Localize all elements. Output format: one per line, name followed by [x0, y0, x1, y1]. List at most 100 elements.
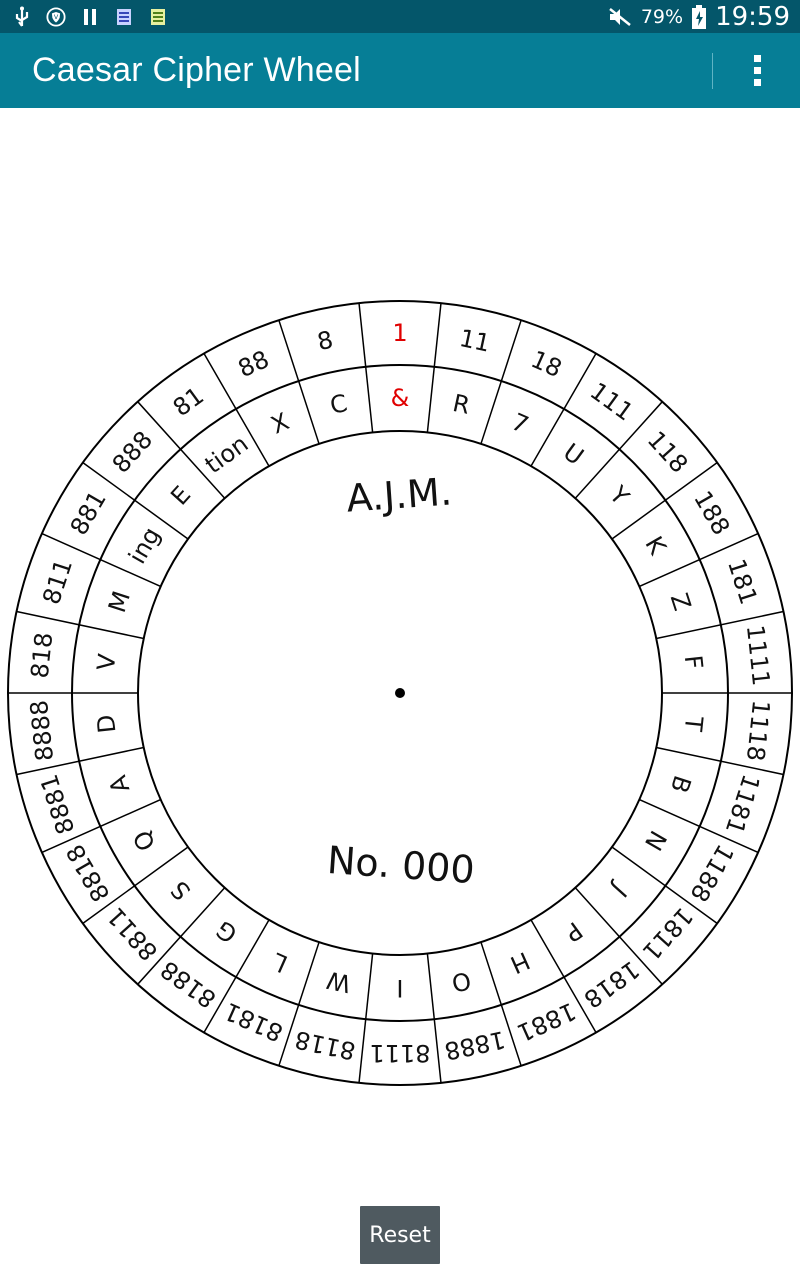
- svg-text:V: V: [54, 14, 59, 21]
- wheel-lines: [7, 300, 793, 1086]
- inner-ring-label[interactable]: T: [679, 714, 709, 733]
- segment-divider: [16, 746, 144, 776]
- inner-ring-label[interactable]: W: [324, 965, 353, 997]
- shield-icon: V: [46, 6, 66, 28]
- segment-divider: [203, 919, 270, 1033]
- segment-divider: [611, 461, 718, 540]
- outer-ring-label[interactable]: 881: [65, 486, 112, 540]
- segment-divider: [41, 798, 161, 854]
- outer-ring-label[interactable]: 1: [392, 319, 407, 347]
- inner-ring-label[interactable]: C: [328, 389, 350, 420]
- outer-ring-label[interactable]: 18: [527, 345, 566, 383]
- overflow-menu-button[interactable]: [736, 49, 780, 93]
- segment-divider: [358, 303, 374, 433]
- inner-ring-label[interactable]: E: [165, 481, 196, 511]
- segment-divider: [82, 461, 189, 540]
- inner-ring-label[interactable]: K: [639, 532, 672, 561]
- outer-ring-label[interactable]: 8888: [25, 699, 59, 763]
- segment-divider: [41, 532, 161, 588]
- inner-ring-label[interactable]: J: [606, 877, 633, 902]
- segment-divider: [82, 846, 189, 925]
- outer-ring-label[interactable]: 1888: [442, 1025, 508, 1065]
- inner-ring-label[interactable]: 7: [507, 408, 532, 440]
- segment-divider: [639, 532, 759, 588]
- outer-ring-label[interactable]: 81: [168, 381, 209, 422]
- inner-ring-label[interactable]: A: [103, 771, 135, 796]
- outer-ring-label[interactable]: 8881: [35, 771, 81, 838]
- inner-ring-label[interactable]: S: [165, 875, 196, 905]
- outer-ring-label[interactable]: 8: [315, 326, 336, 357]
- outer-ring-label[interactable]: 811: [37, 556, 78, 608]
- outer-ring-label[interactable]: 1181: [720, 771, 766, 838]
- segment-divider: [480, 941, 522, 1067]
- outer-ring-label[interactable]: 1881: [513, 997, 580, 1047]
- outer-ring-label[interactable]: 8188: [155, 955, 221, 1014]
- app-bar-divider: [712, 53, 713, 89]
- outer-ring-label[interactable]: 888: [107, 426, 158, 479]
- battery-charging-icon: [691, 4, 707, 29]
- battery-percent: 79%: [640, 5, 684, 28]
- inner-ring-label[interactable]: tion: [200, 429, 254, 479]
- outer-ring-label[interactable]: 111: [585, 377, 639, 427]
- outer-ring-label[interactable]: 88: [234, 345, 273, 383]
- segment-divider: [574, 887, 663, 985]
- notes-icon: [114, 6, 134, 28]
- inner-ring-label[interactable]: I: [396, 974, 403, 1002]
- app-bar: Caesar Cipher Wheel: [0, 33, 800, 108]
- app-title: Caesar Cipher Wheel: [32, 51, 361, 89]
- inner-ring-label[interactable]: F: [679, 654, 708, 671]
- inner-ring-label[interactable]: P: [559, 916, 587, 947]
- outer-ring-label[interactable]: 188: [688, 486, 735, 540]
- segment-divider: [656, 610, 784, 640]
- inner-ring-label[interactable]: B: [665, 772, 697, 796]
- inner-ring-label[interactable]: M: [103, 588, 136, 616]
- center-top-text: A.J.M.: [345, 469, 453, 520]
- inner-ring-label[interactable]: Q: [128, 825, 162, 855]
- inner-ring-label[interactable]: H: [506, 946, 534, 979]
- outer-ring-label[interactable]: 8818: [61, 840, 116, 907]
- inner-ring-label[interactable]: D: [92, 713, 122, 734]
- inner-ring-label[interactable]: U: [558, 438, 589, 471]
- outer-ring-label[interactable]: 8181: [220, 997, 287, 1047]
- outer-ring-label[interactable]: 8111: [369, 1039, 430, 1067]
- outer-ring-label[interactable]: 181: [722, 556, 763, 608]
- segment-divider: [530, 353, 597, 467]
- segment-divider: [656, 746, 784, 776]
- inner-ring-label[interactable]: &: [391, 384, 410, 412]
- outer-ring-label[interactable]: 1818: [579, 955, 645, 1014]
- overflow-menu-icon: [754, 55, 761, 86]
- center-bottom-text: No. 000: [326, 838, 476, 892]
- center-disc: A.J.M. No. 000: [326, 469, 476, 892]
- status-right: 79% 19:59: [607, 0, 790, 33]
- inner-ring-label[interactable]: Y: [603, 480, 635, 511]
- inner-ring-label[interactable]: G: [211, 915, 243, 949]
- segment-divider: [480, 319, 522, 445]
- notes-icon: [148, 6, 168, 28]
- inner-ring-label[interactable]: R: [450, 389, 472, 420]
- inner-ring-label[interactable]: V: [92, 652, 122, 672]
- inner-ring-label[interactable]: N: [639, 826, 672, 856]
- status-bar: V 79% 19:59: [0, 0, 800, 33]
- inner-ring-label[interactable]: L: [268, 947, 292, 978]
- clock: 19:59: [715, 1, 790, 32]
- segment-divider: [137, 401, 226, 499]
- outer-ring-label[interactable]: 1118: [741, 699, 775, 763]
- inner-ring-label[interactable]: X: [267, 407, 293, 439]
- outer-ring-label[interactable]: 11: [457, 324, 493, 358]
- pause-icon: [80, 6, 100, 28]
- outer-ring-label[interactable]: 818: [26, 631, 59, 679]
- inner-ring-label[interactable]: O: [449, 966, 473, 997]
- outer-ring-label[interactable]: 118: [642, 426, 693, 479]
- inner-ring-label[interactable]: Z: [665, 590, 697, 614]
- segment-divider: [530, 919, 597, 1033]
- segment-divider: [574, 401, 663, 499]
- outer-ring-label[interactable]: 1188: [684, 840, 739, 907]
- reset-button[interactable]: Reset: [360, 1206, 440, 1264]
- inner-ring-label[interactable]: ing: [123, 522, 166, 568]
- outer-ring-label[interactable]: 1111: [741, 624, 775, 688]
- outer-ring-label[interactable]: 8118: [292, 1025, 358, 1065]
- segment-divider: [203, 353, 270, 467]
- segment-divider: [278, 319, 320, 445]
- segment-divider: [358, 953, 374, 1083]
